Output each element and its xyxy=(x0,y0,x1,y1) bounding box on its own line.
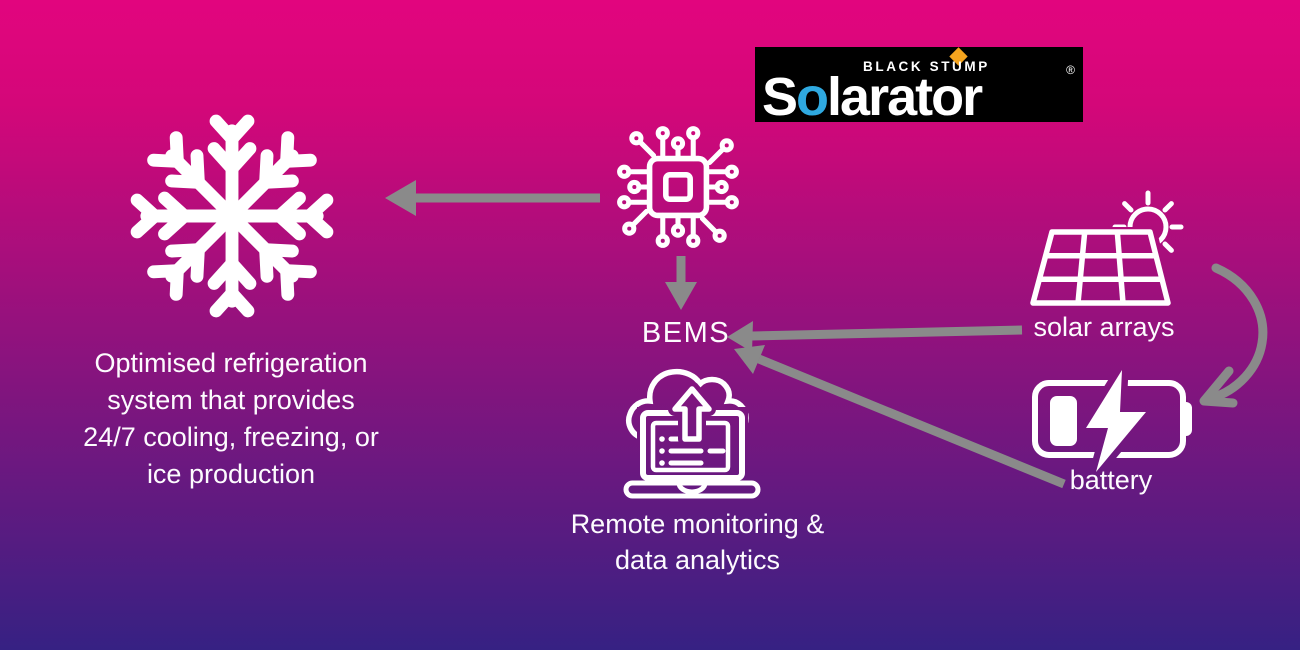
battery-terminal xyxy=(1183,402,1192,436)
arrow-solar-arrays-to-bems xyxy=(727,321,1023,352)
registered-trademark: ® xyxy=(1066,63,1075,77)
monitoring-label: Remote monitoring & data analytics xyxy=(510,506,885,578)
logo-tagline: BLACK STUMP xyxy=(863,59,990,74)
battery-label: battery xyxy=(1069,465,1153,495)
refrigeration-line-1: Optimised refrigeration xyxy=(94,348,368,378)
refrigeration-line-2: system that provides xyxy=(107,385,355,415)
arrow-solar-arrays-to-battery xyxy=(1199,263,1268,408)
logo-letter-s: S xyxy=(762,67,798,127)
arrow-battery-to-bems xyxy=(734,345,1066,489)
bems-label: BEMS xyxy=(641,317,731,349)
monitoring-line-2: data analytics xyxy=(614,545,781,575)
battery-charge-level xyxy=(1050,396,1077,446)
solar-arrays-label: solar arrays xyxy=(1033,312,1175,342)
brand-logo: BLACK STUMP Solarator ® xyxy=(755,47,1083,127)
microchip-icon xyxy=(612,121,744,253)
logo-letter-o: o xyxy=(796,67,829,127)
refrigeration-line-3: 24/7 cooling, freezing, or xyxy=(83,422,379,452)
sun-icon xyxy=(1112,190,1184,253)
arrow-chip-to-refrigeration xyxy=(385,180,600,216)
arrow-chip-to-bems xyxy=(665,256,697,310)
laptop-screen xyxy=(640,410,745,481)
battery-charging-icon xyxy=(1032,370,1192,472)
monitoring-line-1: Remote monitoring & xyxy=(570,509,825,539)
refrigeration-description: Optimised refrigeration system that prov… xyxy=(50,345,412,493)
cloud-upload-laptop-icon xyxy=(623,368,761,499)
logo-letters-rest: larator xyxy=(827,67,983,127)
cloud-icon xyxy=(626,368,749,441)
refrigeration-line-4: ice production xyxy=(146,459,316,489)
laptop-base xyxy=(623,480,761,499)
solar-panel-sun-icon xyxy=(1030,190,1184,306)
logo-wordmark: Solarator xyxy=(762,67,983,127)
solar-panel-grid xyxy=(1030,229,1171,306)
snowflake-icon xyxy=(128,112,336,320)
